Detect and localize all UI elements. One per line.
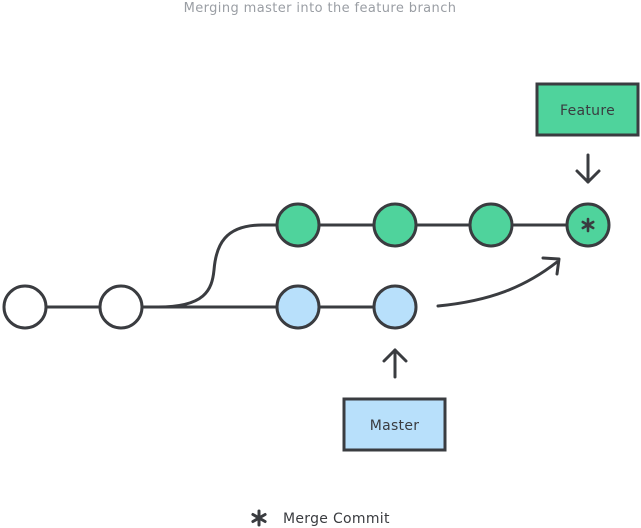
master-label: Master	[370, 418, 420, 434]
legend-asterisk-icon	[251, 509, 267, 527]
commit-lines	[23, 223, 590, 309]
arrow-down-icon	[575, 153, 601, 184]
base-commit-2	[98, 284, 144, 330]
feature-commit-1	[275, 202, 321, 248]
feature-label: Feature	[560, 103, 615, 119]
master-commit-1	[275, 284, 321, 330]
asterisk-icon	[581, 217, 595, 233]
merge-arrow-line	[436, 260, 559, 308]
feature-commits	[275, 202, 611, 248]
feature-label-box: Feature	[535, 82, 640, 137]
base-commits	[2, 284, 144, 330]
feature-commit-3	[468, 202, 514, 248]
arrow-up-icon	[382, 348, 408, 379]
merge-arrow-head	[541, 256, 561, 276]
feature-branch-line	[156, 223, 590, 309]
feature-commit-2	[372, 202, 418, 248]
diagram-caption: Merging master into the feature branch	[184, 1, 457, 16]
master-label-box: Master	[342, 397, 447, 452]
legend: Merge Commit	[251, 509, 390, 527]
base-commit-1	[2, 284, 48, 330]
master-commits	[275, 284, 418, 330]
master-commit-2	[372, 284, 418, 330]
legend-label: Merge Commit	[283, 511, 390, 527]
